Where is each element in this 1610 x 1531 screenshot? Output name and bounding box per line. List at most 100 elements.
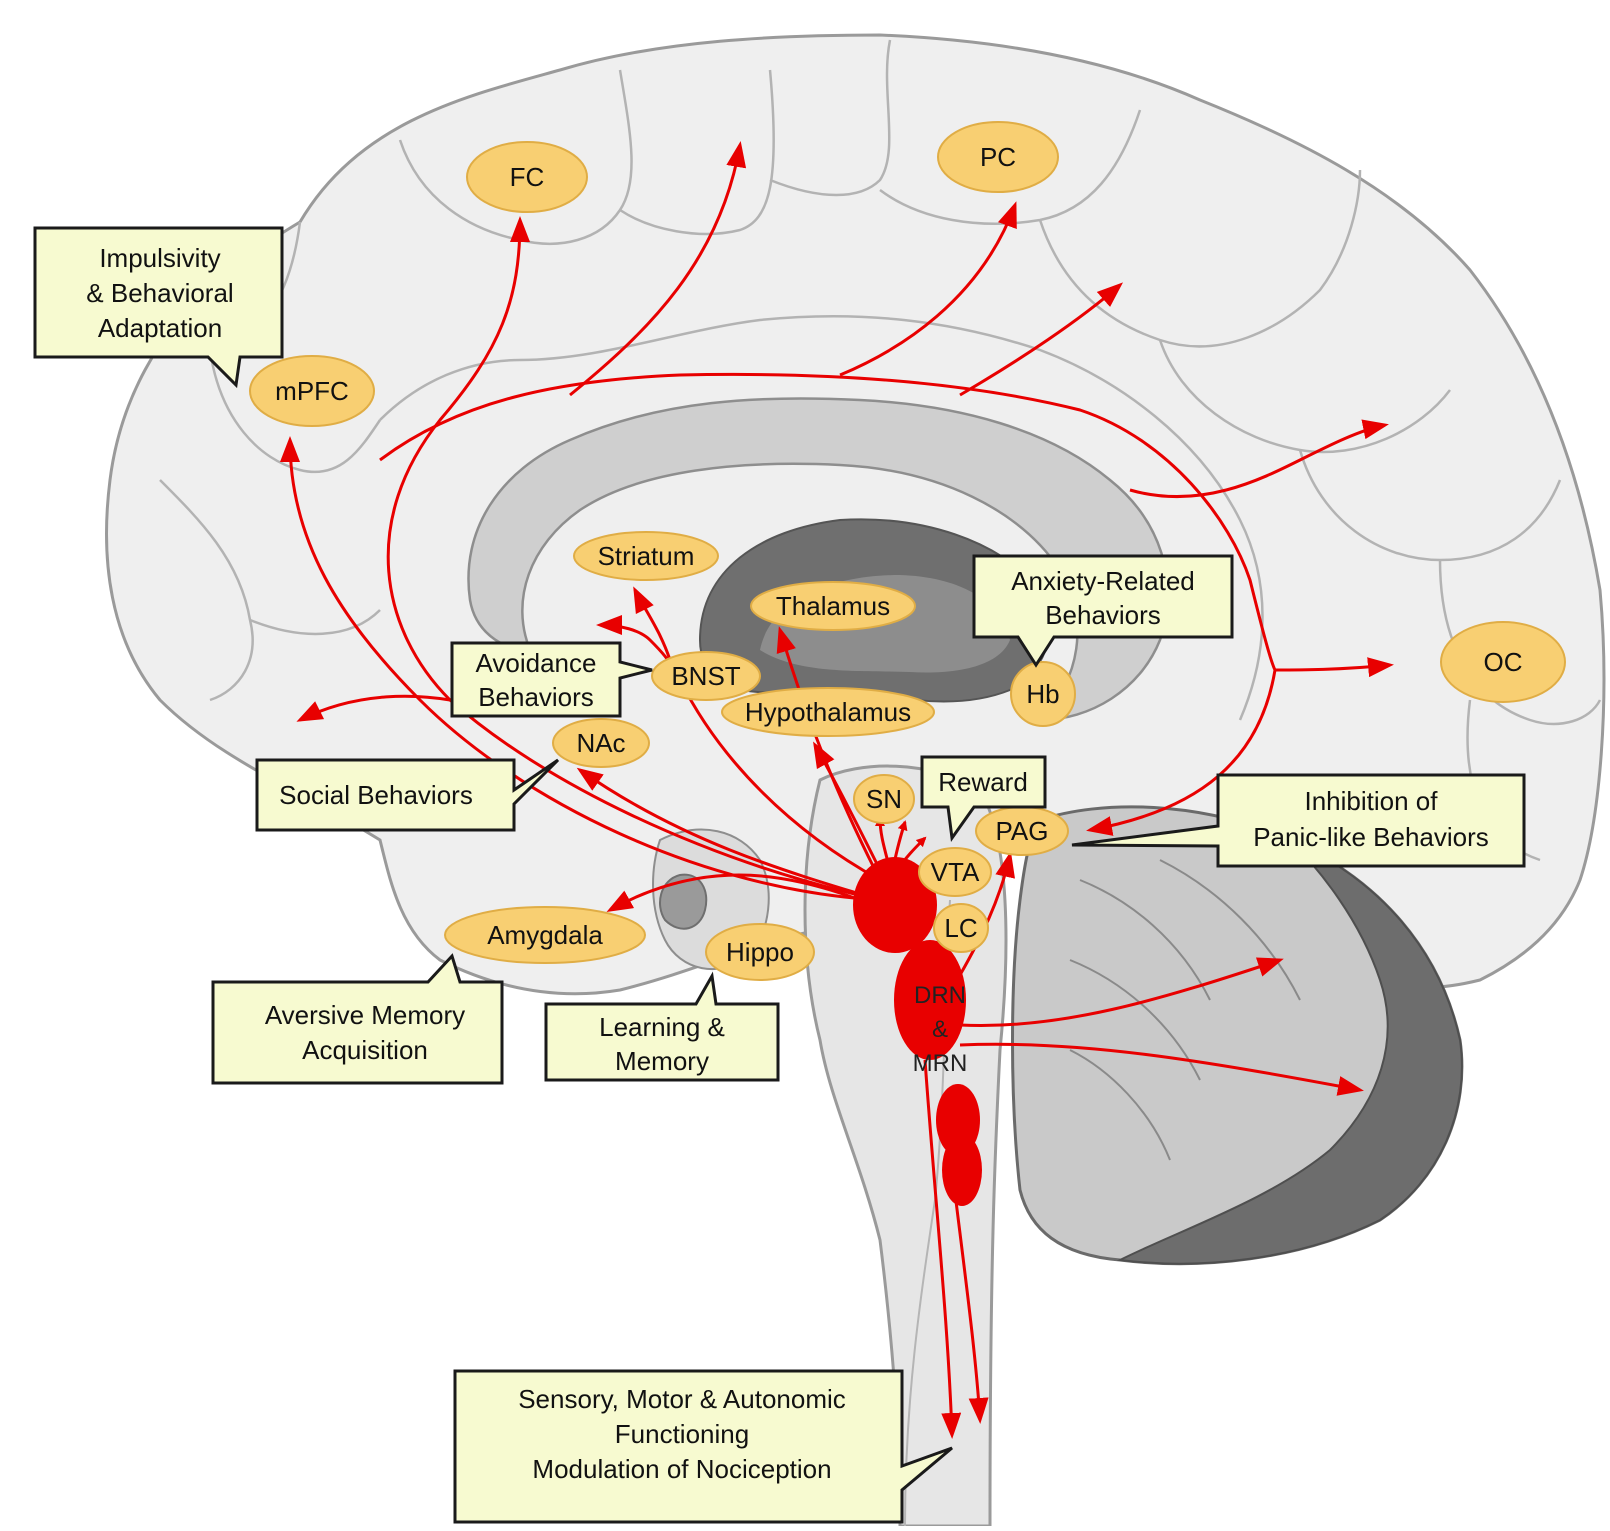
cerebellum-cortex-band <box>1116 839 1463 1265</box>
callout-anxiety: Anxiety-Related Behaviors <box>972 554 1234 668</box>
proj-pc <box>839 201 1017 377</box>
hypothalamus-label: Hypothalamus <box>745 697 911 727</box>
callout-learning-line-1: Learning & <box>599 1012 725 1042</box>
region-hb: Hb <box>1010 661 1076 727</box>
proj-cerebellum-upper <box>959 957 1284 1028</box>
mrn-bottom <box>942 1134 982 1206</box>
proj-nac <box>576 767 881 902</box>
callout-reward-box <box>920 755 1047 842</box>
region-nac: NAc <box>552 718 650 768</box>
thalamus-ellipse <box>750 581 916 631</box>
ampersand-label: & <box>932 1016 948 1043</box>
callout-social-box <box>255 758 560 832</box>
proj-cingulum <box>379 372 1277 671</box>
drn-mrn-label: DRN & MRN <box>913 982 968 1077</box>
proj-striatum <box>633 586 672 661</box>
hb-ellipse <box>1010 661 1076 727</box>
callout-learning: Learning & Memory <box>544 971 780 1082</box>
callout-panic-box <box>1071 773 1526 868</box>
sn-ellipse <box>853 774 915 824</box>
sn-label: SN <box>866 784 902 814</box>
callout-sensory: Sensory, Motor & Autonomic Functioning M… <box>453 1369 953 1524</box>
proj-sn-3 <box>894 836 927 873</box>
oc-ellipse <box>1440 621 1566 703</box>
oc-label: OC <box>1484 647 1523 677</box>
callout-reward-line-1: Reward <box>938 767 1028 797</box>
brainstem <box>803 764 1008 1528</box>
pag-label: PAG <box>996 816 1049 846</box>
callout-learning-line-2: Memory <box>615 1046 709 1076</box>
callout-avoidance-line-2: Behaviors <box>478 682 594 712</box>
lc-ellipse <box>933 903 989 953</box>
proj-occipital-upper <box>1129 419 1389 499</box>
lc-label: LC <box>944 913 977 943</box>
mpfc-ellipse <box>249 355 375 427</box>
callout-anxiety-line-2: Behaviors <box>1045 600 1161 630</box>
bnst-ellipse <box>651 651 761 701</box>
callout-learning-box <box>544 971 780 1082</box>
proj-spinal-1 <box>923 1059 962 1439</box>
fc-ellipse <box>466 141 588 213</box>
proj-spinal-2 <box>943 1109 989 1424</box>
callout-aversive: Aversive Memory Acquisition <box>211 953 504 1085</box>
region-hypothalamus: Hypothalamus <box>721 687 935 737</box>
region-mpfc: mPFC <box>249 355 375 427</box>
callout-panic-line-1: Inhibition of <box>1305 786 1439 816</box>
amygdala-body <box>659 873 708 930</box>
region-thalamus: Thalamus <box>750 581 916 631</box>
region-striatum: Striatum <box>573 531 719 581</box>
region-lc: LC <box>933 903 989 953</box>
drn-upper <box>853 857 937 953</box>
callout-social: Social Behaviors <box>255 758 560 832</box>
region-vta: VTA <box>918 847 992 897</box>
amygdala-label: Amygdala <box>487 920 603 950</box>
nac-ellipse <box>552 718 650 768</box>
callout-avoidance: Avoidance Behaviors <box>450 641 653 718</box>
hypothalamus-ellipse <box>721 687 935 737</box>
region-fc: FC <box>466 141 588 213</box>
bnst-label: BNST <box>671 661 740 691</box>
raphe-nuclei <box>853 857 982 1206</box>
thalamus-label: Thalamus <box>776 591 890 621</box>
pc-label: PC <box>980 142 1016 172</box>
region-hippo: Hippo <box>705 923 815 981</box>
region-pag: PAG <box>975 806 1069 856</box>
drn-label: DRN <box>914 982 966 1009</box>
callout-aversive-line-2: Acquisition <box>302 1035 428 1065</box>
nac-label: NAc <box>576 728 625 758</box>
pc-ellipse <box>937 121 1059 193</box>
callout-impulsivity-line-1: Impulsivity <box>99 243 220 273</box>
hippo-label: Hippo <box>726 937 794 967</box>
drn-mid <box>894 940 966 1060</box>
callout-aversive-line-1: Aversive Memory <box>265 1000 465 1030</box>
striatum-label: Striatum <box>598 541 695 571</box>
callout-impulsivity: Impulsivity & Behavioral Adaptation <box>33 226 284 389</box>
callout-impulsivity-line-3: Adaptation <box>98 313 222 343</box>
region-amygdala: Amygdala <box>444 906 646 964</box>
callout-aversive-box <box>211 953 504 1085</box>
callout-avoidance-box <box>450 641 653 718</box>
mrn-label: MRN <box>913 1050 968 1077</box>
proj-pag <box>958 851 1015 976</box>
proj-parietal <box>959 282 1124 397</box>
vta-label: VTA <box>931 857 980 887</box>
callout-reward: Reward <box>920 755 1047 842</box>
projection-arrows <box>280 141 1394 1439</box>
callout-anxiety-line-1: Anxiety-Related <box>1011 566 1195 596</box>
fc-label: FC <box>510 162 545 192</box>
callout-sensory-line-2: Functioning <box>615 1419 749 1449</box>
hippo-ellipse <box>705 923 815 981</box>
proj-cerebellum-lower <box>959 1042 1364 1096</box>
callout-social-line-1: Social Behaviors <box>279 780 473 810</box>
proj-frontal-lower <box>296 694 451 722</box>
region-pc: PC <box>937 121 1059 193</box>
proj-amygdala <box>606 873 861 912</box>
callout-panic-line-2: Panic-like Behaviors <box>1253 822 1489 852</box>
callout-panic: Inhibition of Panic-like Behaviors <box>1071 773 1526 868</box>
callout-impulsivity-box <box>33 226 284 389</box>
region-oc: OC <box>1440 621 1566 703</box>
region-bnst: BNST <box>651 651 761 701</box>
mpfc-label: mPFC <box>275 376 349 406</box>
